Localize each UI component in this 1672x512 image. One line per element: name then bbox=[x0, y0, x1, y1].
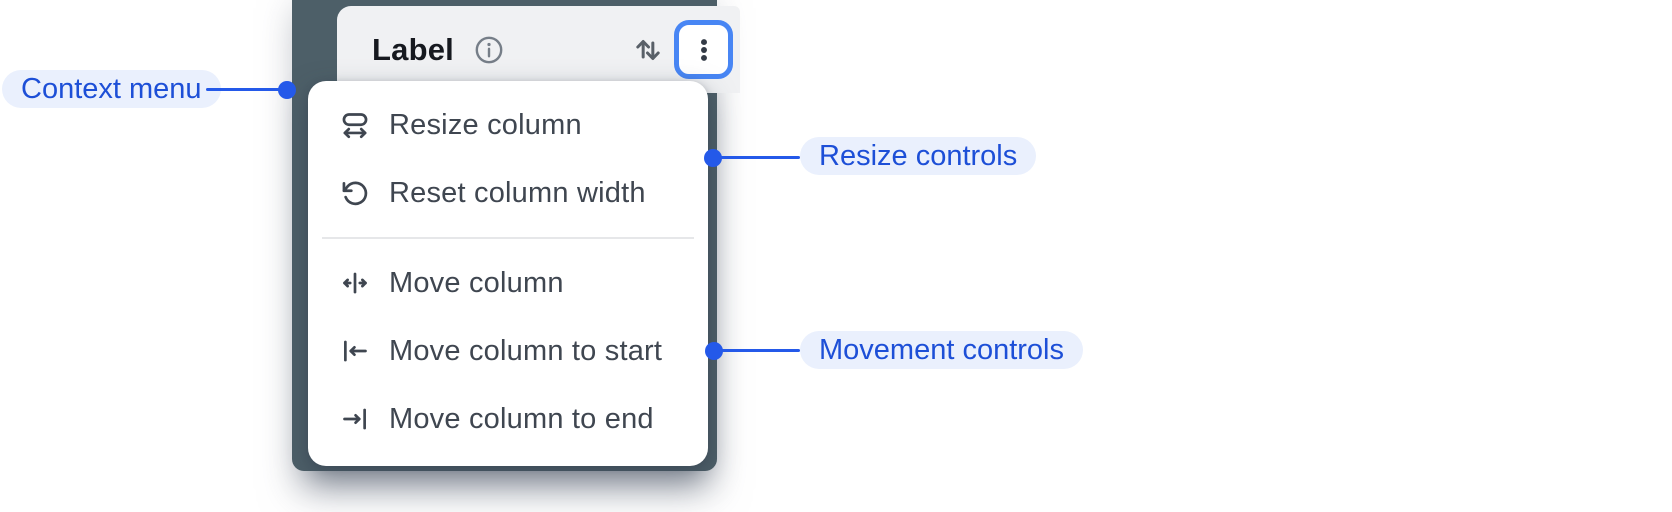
menu-item-resize-column[interactable]: Resize column bbox=[308, 91, 708, 159]
menu-item-label: Resize column bbox=[389, 108, 582, 141]
move-column-to-end-icon bbox=[338, 402, 372, 436]
menu-item-label: Move column to start bbox=[389, 334, 663, 367]
leader-dot bbox=[704, 149, 722, 167]
leader-line bbox=[721, 349, 800, 352]
annotation-context-menu: Context menu bbox=[2, 70, 221, 108]
leader-line bbox=[720, 156, 800, 159]
menu-item-move-column-to-start[interactable]: Move column to start bbox=[308, 317, 708, 385]
menu-item-label: Move column bbox=[389, 266, 564, 299]
menu-item-label: Move column to end bbox=[389, 402, 654, 435]
reset-column-width-icon bbox=[338, 176, 372, 210]
resize-column-icon bbox=[338, 108, 372, 142]
leader-dot bbox=[705, 342, 723, 360]
menu-item-move-column[interactable]: Move column bbox=[308, 249, 708, 317]
leader-dot bbox=[278, 81, 296, 99]
sort-arrows-icon[interactable] bbox=[628, 30, 668, 70]
column-title: Label bbox=[372, 31, 454, 67]
kebab-menu-button[interactable] bbox=[674, 20, 733, 79]
move-column-icon bbox=[338, 266, 372, 300]
column-header: Label bbox=[337, 6, 740, 93]
kebab-menu-icon bbox=[700, 38, 707, 61]
move-column-to-start-icon bbox=[338, 334, 372, 368]
info-icon[interactable] bbox=[472, 33, 506, 67]
menu-item-label: Reset column width bbox=[389, 176, 646, 209]
annotation-resize-controls: Resize controls bbox=[800, 137, 1037, 175]
context-menu: Resize column Reset column width Move co… bbox=[308, 81, 708, 466]
menu-item-reset-column-width[interactable]: Reset column width bbox=[308, 159, 708, 227]
leader-line bbox=[206, 88, 280, 91]
annotation-movement-controls: Movement controls bbox=[800, 331, 1083, 369]
menu-divider bbox=[322, 237, 694, 239]
menu-item-move-column-to-end[interactable]: Move column to end bbox=[308, 385, 708, 453]
